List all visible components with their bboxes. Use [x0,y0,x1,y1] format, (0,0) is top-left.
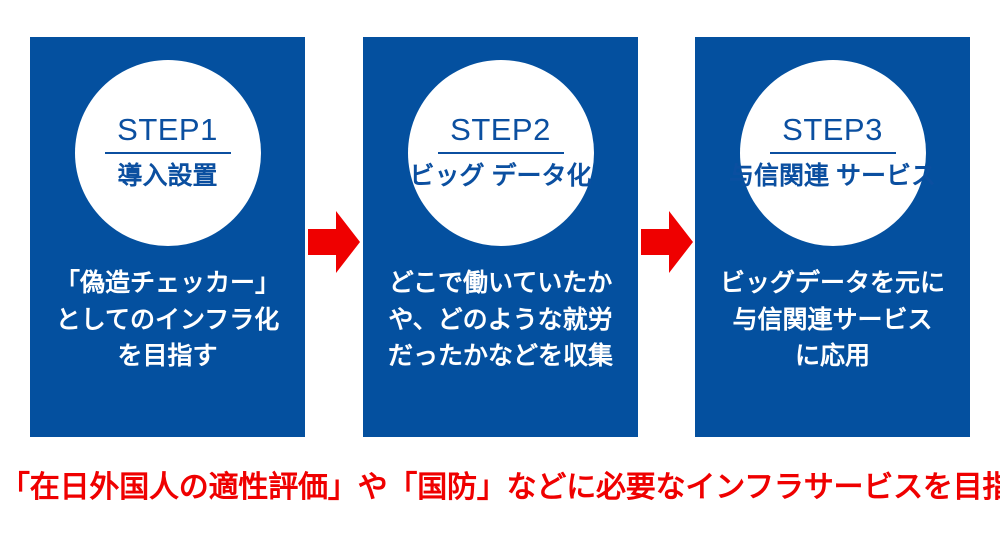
step-circle-content-2: STEP2 ビッグ データ化 [410,112,592,192]
step-circle-caption-2-line-2: データ化 [491,161,592,190]
step-body-3-line-2: 与信関連サービス [732,305,933,334]
step-body-2-line-1: どこで働いていたか [388,269,613,297]
step-body-2-line-3: だったかなどを収集 [387,342,613,370]
step-circle-content-3: STEP3 与信関連 サービス [729,112,936,192]
step-label-2: STEP2 [450,112,551,148]
step-label-3: STEP3 [782,112,883,148]
step-body-1-line-3: を目指す [117,342,218,370]
step-body-1-line-1: 「偽造チェッカー」 [54,269,280,297]
step-circle-caption-2: ビッグ データ化 [410,161,592,192]
step-body-3-line-3: に応用 [794,342,870,370]
bottom-caption: 「在日外国人の適性評価」や「国防」などに必要なインフラサービスを目指す [0,471,1000,504]
step-circle-caption-3-line-1: 与信関連 [729,161,830,190]
step-circle-caption-3-line-2: サービス [835,161,936,190]
step-circle-caption-1-line-1: 導入設置 [117,161,218,190]
step-panel-3: STEP3 与信関連 サービス ビッグデータを元に 与信関連サービス に応用 [695,37,970,437]
step-panel-2: STEP2 ビッグ データ化 どこで働いていたか や、どのような就労 だったかな… [363,37,638,437]
step-divider-3 [769,151,896,154]
step-body-1: 「偽造チェッカー」 としてのインフラ化 を目指す [30,265,305,375]
step-body-3: ビッグデータを元に 与信関連サービス に応用 [695,265,970,375]
step-body-2-line-2: や、どのような就労 [388,305,613,334]
step-body-2: どこで働いていたか や、どのような就労 だったかなどを収集 [363,265,638,375]
arrow-right-icon [641,211,693,273]
step-circle-1: STEP1 導入設置 [74,60,261,246]
step-body-1-line-2: としてのインフラ化 [55,305,280,334]
arrow-right-icon [308,211,360,273]
step-body-3-line-1: ビッグデータを元に [719,269,945,297]
step-label-1: STEP1 [117,112,218,148]
step-circle-caption-2-line-1: ビッグ [409,161,485,190]
step-divider-1 [104,151,231,154]
step-circle-3: STEP3 与信関連 サービス [729,60,936,246]
step-divider-2 [437,151,564,154]
step-circle-2: STEP2 ビッグ データ化 [407,60,594,246]
step-circle-caption-3: 与信関連 サービス [729,161,936,192]
step-circle-content-1: STEP1 導入設置 [93,114,243,192]
step-panel-1: STEP1 導入設置 「偽造チェッカー」 としてのインフラ化 を目指す [30,37,305,437]
step-circle-caption-1: 導入設置 [117,161,217,192]
